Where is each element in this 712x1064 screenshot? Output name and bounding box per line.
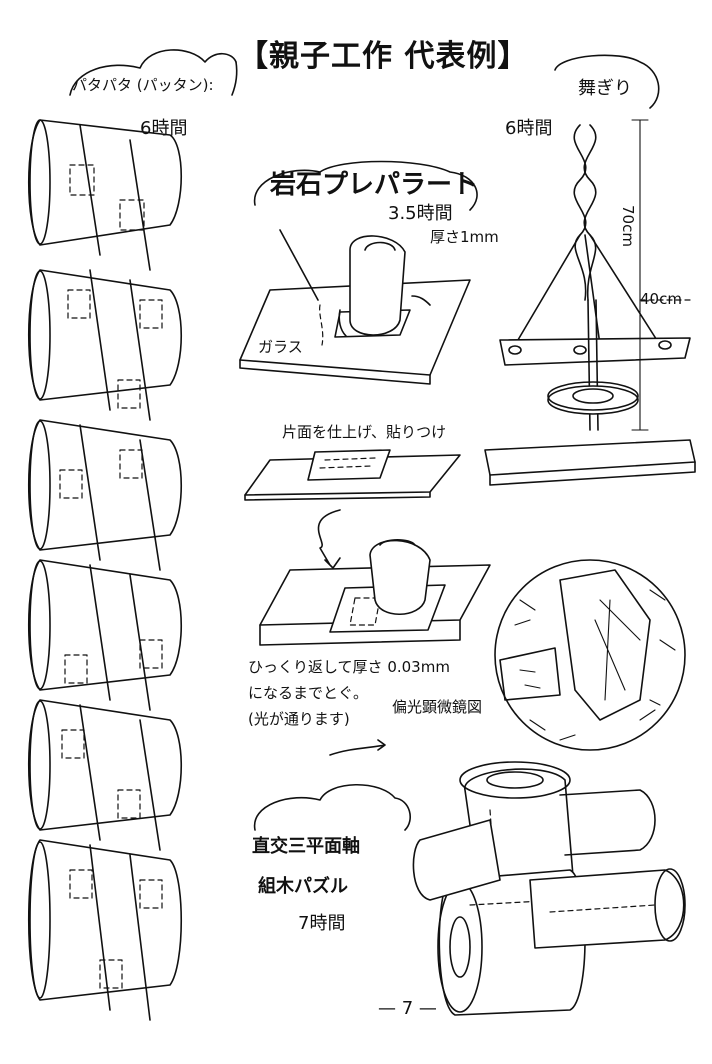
rock-slide-thickness: 厚さ1mm [430, 228, 499, 246]
patapata-illustration [27, 119, 183, 1021]
arrow-icon [317, 509, 341, 569]
page-number: — 7 — [378, 998, 437, 1019]
maigiri-height-label: 70cm [619, 205, 637, 247]
glass-label: ガラス [258, 338, 303, 356]
microscope-label: 偏光顕微鏡図 [392, 698, 483, 716]
puzzle-title-line2: 組木パズル [258, 876, 348, 897]
puzzle-illustration [412, 761, 686, 1016]
microscope-view-icon [494, 559, 686, 751]
maigiri-width-label: 40cm [640, 290, 682, 308]
arrow-icon [329, 739, 386, 756]
rock-slide-step2 [244, 449, 461, 569]
rock-slide-title: 岩石プレパラート [270, 170, 479, 200]
rock-slide-step3 [259, 538, 491, 646]
puzzle-time: 7時間 [298, 913, 346, 934]
page-title: 【親子工作 代表例】 [238, 39, 529, 74]
maigiri-label: 舞ぎり [578, 78, 632, 99]
puzzle-title-bubble [253, 783, 411, 831]
patapata-time: 6時間 [140, 118, 188, 139]
spatula-icon [279, 229, 319, 301]
rock-slide-title-bubble [253, 160, 478, 211]
puzzle-title-line1: 直交三平面軸 [252, 836, 360, 857]
patapata-label: パタパタ (パッタン): [72, 76, 214, 94]
maigiri-time: 6時間 [505, 118, 553, 139]
rock-slide-step1 [239, 229, 471, 385]
rock-slide-time: 3.5時間 [388, 203, 453, 224]
rock-slide-step2-line2: になるまでとぐ。 [248, 684, 369, 702]
title-bubble-decoration [69, 49, 238, 96]
rock-slide-step2-line1: ひっくり返して厚さ 0.03mm [248, 658, 450, 676]
rock-slide-step1-text: 片面を仕上げ、貼りつけ [282, 423, 447, 441]
maigiri-illustration [484, 54, 696, 486]
rock-slide-step2-line3: (光が通ります) [248, 710, 350, 728]
